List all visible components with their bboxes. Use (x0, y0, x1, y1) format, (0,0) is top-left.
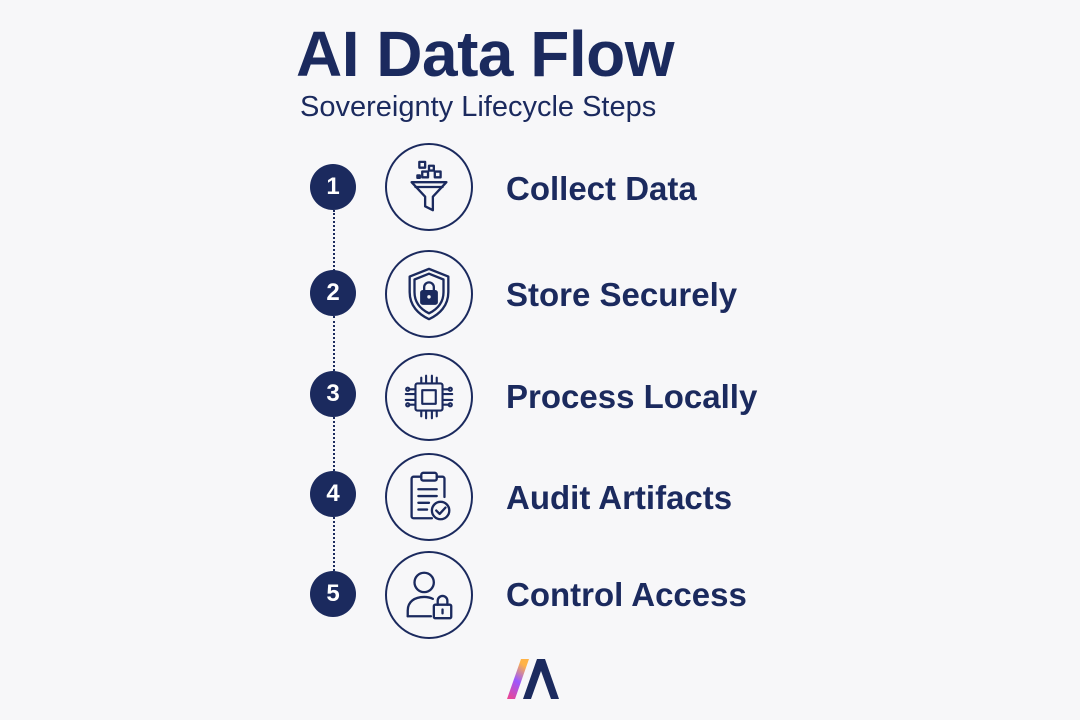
step-number: 3 (310, 371, 356, 417)
step-connector (333, 210, 335, 274)
step-connector (333, 417, 335, 471)
step-number: 4 (310, 471, 356, 517)
step-label: Control Access (506, 576, 747, 613)
funnel-icon (385, 143, 473, 231)
step-number: 1 (310, 164, 356, 210)
step-number: 2 (310, 270, 356, 316)
clipboard-check-icon (385, 453, 473, 541)
step-connector (333, 517, 335, 571)
step-label: Audit Artifacts (506, 479, 733, 516)
page-subtitle: Sovereignty Lifecycle Steps (300, 91, 657, 123)
step-connector (333, 316, 335, 371)
brand-logo-icon (503, 655, 563, 701)
step-label: Store Securely (506, 276, 738, 313)
step-label: Process Locally (506, 378, 758, 415)
step-number: 5 (310, 571, 356, 617)
step-label: Collect Data (506, 170, 697, 207)
user-lock-icon (385, 551, 473, 639)
page-title: AI Data Flow (296, 18, 675, 90)
shield-lock-icon (385, 250, 473, 338)
cpu-chip-icon (385, 353, 473, 441)
